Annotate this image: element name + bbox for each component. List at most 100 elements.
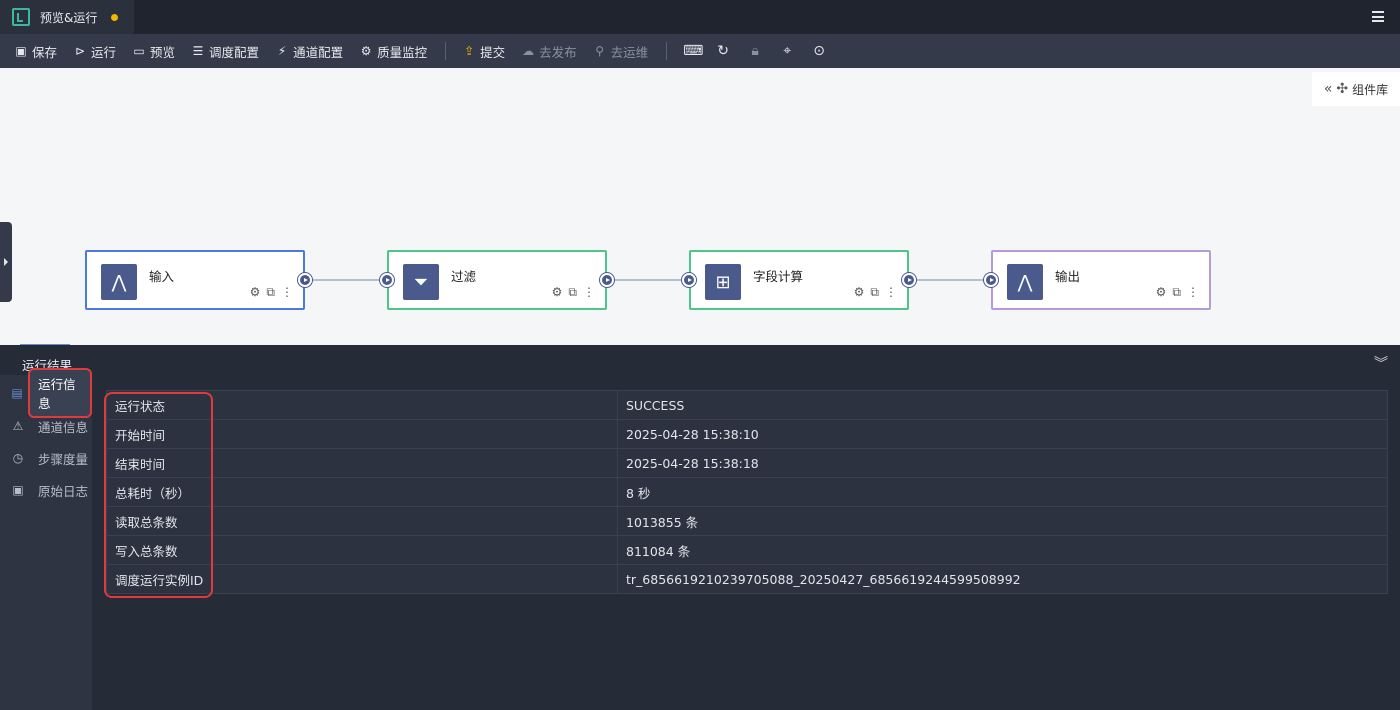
row-value: 811084 条: [617, 535, 1388, 565]
copy-icon[interactable]: ⧉: [870, 285, 879, 299]
play-circle-icon: ⊳: [74, 44, 86, 58]
output-port[interactable]: [600, 273, 614, 287]
ops-button[interactable]: ⚲ 去运维: [593, 34, 649, 68]
more-vertical-icon[interactable]: ⋮: [281, 285, 293, 299]
channel-label: 通道配置: [293, 44, 344, 60]
double-chevron-left-icon: «: [1323, 81, 1333, 97]
nav-raw-log[interactable]: ▣ 原始日志: [0, 476, 92, 504]
row-key: 写入总条数: [106, 535, 618, 565]
copy-icon[interactable]: ⧉: [266, 285, 275, 299]
save-label: 保存: [32, 44, 58, 60]
gear-icon[interactable]: ⚙: [1155, 285, 1167, 299]
output-node-icon: ⋀: [1007, 264, 1043, 300]
nav-step-metrics[interactable]: ◷ 步骤度量: [0, 444, 92, 472]
output-port[interactable]: [902, 273, 916, 287]
submit-label: 提交: [480, 44, 506, 60]
expand-panel-handle[interactable]: [0, 222, 12, 302]
node-field-calc[interactable]: ⊞ 字段计算 ⚙⧉⋮: [682, 250, 916, 310]
puzzle-icon: ✣: [1336, 81, 1349, 97]
copy-icon[interactable]: ⧉: [568, 285, 577, 299]
preview-label: 预览: [150, 44, 176, 60]
code-file-icon: ▣: [12, 483, 24, 497]
toolbar: ▣ 保存 ⊳ 运行 ▭ 预览 ☰调度配置 ⚡通道配置 ⚙ 质量监控 ⇪ 提交 ☁去发布 ⚲…: [0, 34, 1400, 68]
component-library-label: 组件库: [1352, 82, 1389, 97]
preview-button[interactable]: ▭ 预览: [132, 34, 175, 68]
flow-canvas[interactable]: « ✣ 组件库 ⋀ 输入 ⚙⧉⋮ ⏷ 过滤 ⚙⧉⋮ ⊞ 字段计算 ⚙⧉⋮ ⋀ 输…: [0, 68, 1400, 345]
more-vertical-icon[interactable]: ⋮: [885, 285, 897, 299]
quality-label: 质量监控: [377, 44, 428, 60]
editor-tab[interactable]: 预览&运行: [0, 0, 134, 34]
gear-icon[interactable]: ⚙: [551, 285, 563, 299]
row-value: 8 秒: [617, 477, 1388, 507]
node-label: 字段计算: [753, 269, 804, 284]
more-vertical-icon[interactable]: ⋮: [1187, 285, 1199, 299]
flow-edge: [607, 279, 691, 281]
submit-button[interactable]: ⇪ 提交: [462, 34, 505, 68]
node-output[interactable]: ⋀ 输出 ⚙ ⧉ ⋮: [984, 250, 1211, 310]
publish-label: 去发布: [539, 44, 577, 60]
row-value: 2025-04-28 15:38:10: [617, 419, 1388, 449]
terminal-icon[interactable]: ⌨: [683, 43, 704, 59]
title-bar: 预览&运行: [0, 0, 1400, 34]
more-circle-icon[interactable]: ⊙: [813, 43, 825, 59]
nav-channel-info[interactable]: ⚠ 通道信息: [0, 412, 92, 440]
component-library-button[interactable]: « ✣ 组件库: [1312, 72, 1400, 106]
row-key: 总耗时（秒）: [106, 477, 618, 507]
lock-icon[interactable]: 🔒︎: [751, 43, 759, 59]
collapse-double-chevron-icon[interactable]: ︾: [1374, 356, 1388, 372]
input-port[interactable]: [682, 273, 696, 287]
output-port[interactable]: [298, 273, 312, 287]
location-pin-icon[interactable]: ⌖: [783, 43, 792, 59]
input-port[interactable]: [380, 273, 394, 287]
results-side-nav: ▤ 运行信息 ⚠ 通道信息 ◷ 步骤度量 ▣ 原始日志: [0, 368, 92, 710]
nav-label: 运行信息: [28, 368, 92, 418]
more-vertical-icon[interactable]: ⋮: [583, 285, 595, 299]
node-label: 输出: [1055, 269, 1081, 284]
run-button[interactable]: ⊳ 运行: [73, 34, 116, 68]
monitor-icon: ▭: [133, 44, 145, 58]
refresh-icon[interactable]: ↻: [717, 43, 729, 59]
nav-label: 原始日志: [38, 483, 89, 499]
nav-label: 通道信息: [38, 419, 89, 435]
gear-icon[interactable]: ⚙: [249, 285, 261, 299]
app-logo-icon: [12, 8, 30, 26]
row-value: 1013855 条: [617, 506, 1388, 536]
flow-edge: [909, 279, 993, 281]
gear-icon[interactable]: ⚙: [853, 285, 865, 299]
channel-config-button[interactable]: ⚡通道配置: [275, 34, 343, 68]
gauge-icon: ◷: [12, 451, 24, 465]
row-value: SUCCESS: [617, 390, 1388, 420]
quality-monitor-button[interactable]: ⚙ 质量监控: [359, 34, 427, 68]
menu-icon[interactable]: [1372, 11, 1384, 22]
publish-button[interactable]: ☁去发布: [521, 34, 577, 68]
save-button[interactable]: ▣ 保存: [14, 34, 57, 68]
input-node-icon: ⋀: [101, 264, 137, 300]
row-value: tr_6856619210239705088_20250427_68566192…: [617, 564, 1388, 594]
unsaved-dot-icon: [111, 13, 119, 21]
ops-label: 去运维: [610, 44, 649, 60]
upload-icon: ⇪: [464, 44, 475, 58]
nav-label: 步骤度量: [38, 451, 89, 467]
row-key: 运行状态: [106, 390, 618, 420]
nav-run-info[interactable]: ▤ 运行信息: [0, 368, 92, 418]
row-key: 开始时间: [106, 419, 618, 449]
row-value: 2025-04-28 15:38:18: [617, 448, 1388, 478]
run-label: 运行: [91, 44, 117, 60]
node-input[interactable]: ⋀ 输入 ⚙⧉⋮: [85, 250, 312, 310]
save-icon: ▣: [15, 44, 27, 58]
copy-icon[interactable]: ⧉: [1172, 285, 1181, 299]
quality-icon: ⚙: [360, 44, 372, 58]
node-filter[interactable]: ⏷ 过滤 ⚙⧉⋮: [380, 250, 614, 310]
warning-icon: ⚠: [12, 419, 24, 433]
node-label: 过滤: [451, 269, 477, 284]
search-wrench-icon: ⚲: [595, 44, 605, 58]
input-port[interactable]: [984, 273, 998, 287]
tab-title: 预览&运行: [40, 10, 98, 25]
schedule-config-button[interactable]: ☰调度配置: [191, 34, 259, 68]
